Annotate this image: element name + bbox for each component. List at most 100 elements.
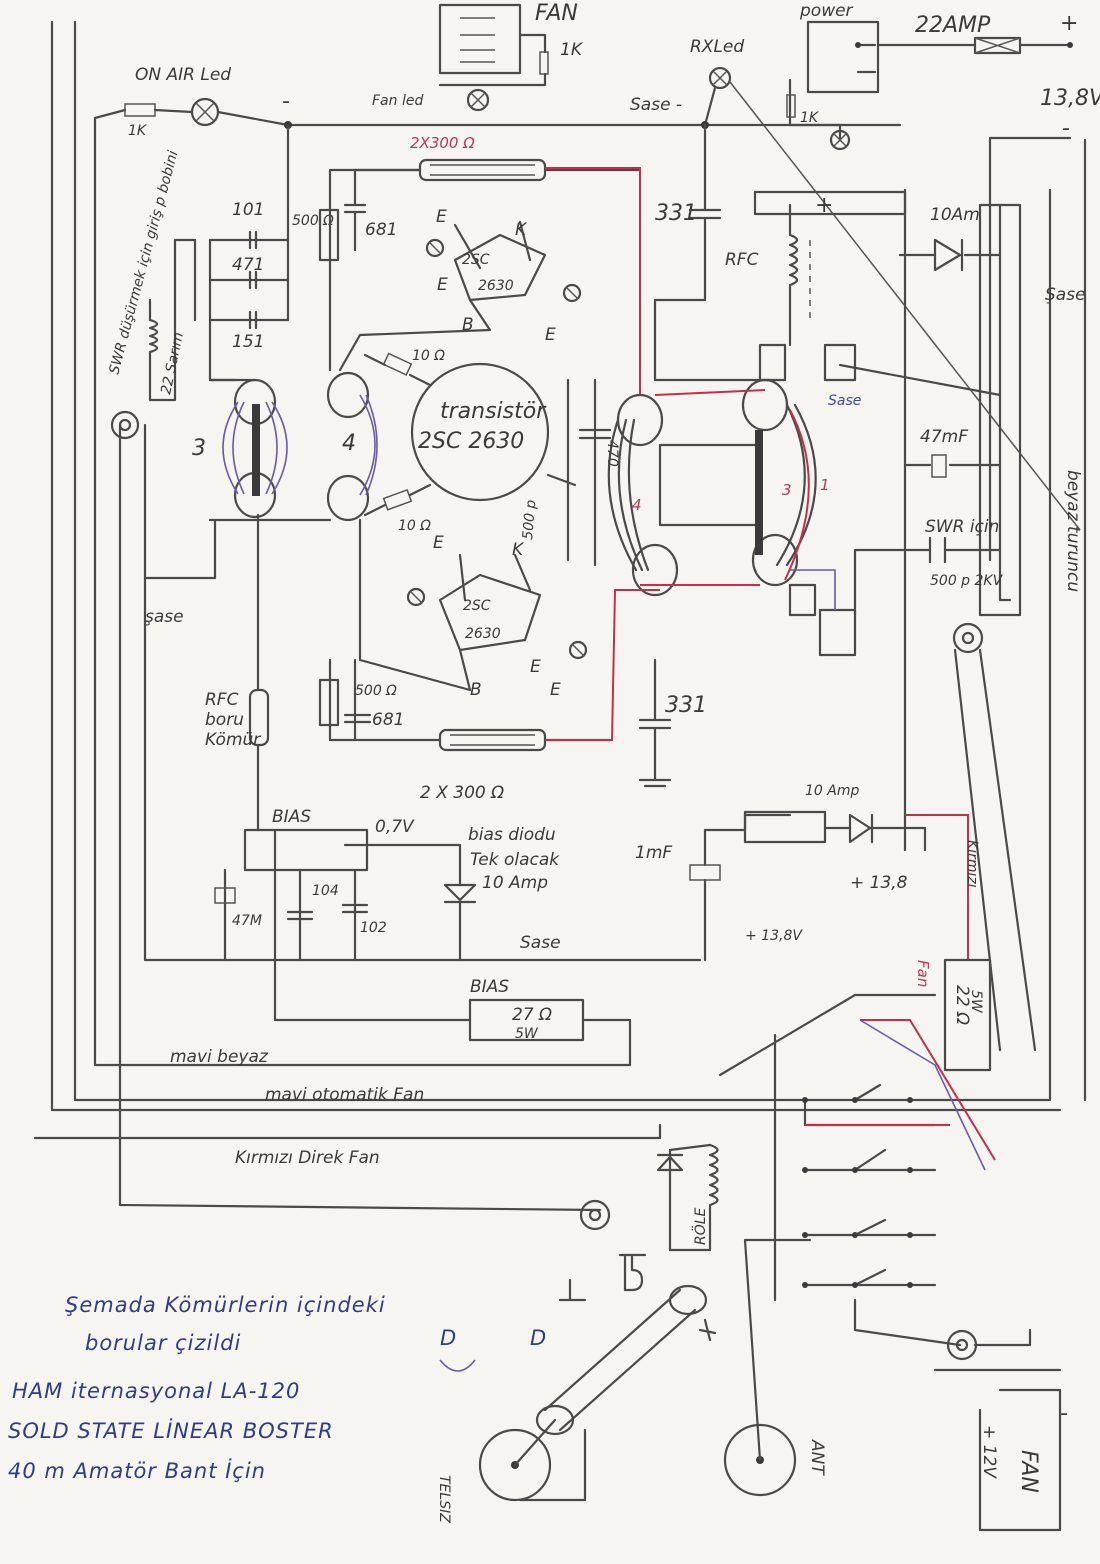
core-4-left-label: 4	[342, 431, 356, 456]
power-led-icon	[829, 129, 851, 151]
power-res-label: 1K	[800, 110, 820, 126]
fuse-10a-label: 10Am	[930, 205, 980, 225]
rfc-left-3: Kömür	[205, 730, 261, 750]
minus-right-label: -	[1062, 116, 1070, 141]
sase-blue-label: Sase	[828, 393, 861, 409]
res-27-label: 27 Ω	[512, 1005, 552, 1025]
res-10-top-label: 10 Ω	[412, 348, 445, 364]
ant-label: ANT	[807, 1439, 827, 1476]
tr-bot-e2-label: E	[530, 657, 541, 677]
core-4-right-label: 4	[632, 496, 642, 514]
bias-res-label: BIAS	[470, 977, 509, 997]
tr-bot-b-label: B	[470, 680, 482, 700]
kirmizi-right-label: Kırmızı	[964, 840, 980, 888]
dv-mark: D	[440, 1326, 457, 1350]
res-10-top	[382, 352, 413, 376]
input-connector-icon	[110, 410, 140, 440]
transformers: 3 4 4 3 1	[192, 371, 830, 597]
trimmer-caps: 470 500 p	[520, 378, 620, 567]
fan-resistor	[539, 51, 549, 75]
power-label: power	[799, 1, 854, 21]
on-air-resistor	[124, 103, 156, 117]
bias-v-label: 0,7V	[375, 817, 415, 837]
dv-mark-2: D	[530, 1326, 547, 1350]
fan-connector	[438, 3, 522, 75]
res-500-bot-label: 500 Ω	[355, 683, 397, 699]
right-terminal-strip	[978, 203, 1022, 617]
res-2x300-bot-label: 2 X 300 Ω	[420, 783, 504, 803]
bottom-transistor: E K 2SC 2630 B E E	[358, 518, 588, 700]
mavi-beyaz-label: mavi beyaz	[170, 1047, 269, 1067]
on-air-res-label: 1K	[128, 123, 148, 139]
res-10-bot	[382, 488, 413, 511]
res-27-bias	[468, 998, 585, 1042]
output-core-top-left	[616, 393, 664, 447]
cap-1mf-label: 1mF	[635, 843, 672, 863]
tr-bot-k-label: K	[512, 540, 525, 560]
tr-top-e2-label: E	[437, 275, 448, 295]
fan-led-label: Fan led	[372, 93, 423, 109]
tr-top-2sc-label: 2SC	[462, 252, 490, 268]
tr-bot-e3-label: E	[550, 680, 561, 700]
beyaz-turuncu-label: beyaz turuncu	[1063, 470, 1083, 592]
plus-138v-label: + 13,8V	[745, 928, 803, 944]
input-section: 101 471 151 500 Ω 681 SWR düşürmek için …	[106, 123, 422, 627]
res-5w-label: 5W	[515, 1026, 539, 1042]
fan-bottom: - FAN + 12V	[978, 1388, 1068, 1532]
res-2x300-bot	[438, 728, 547, 752]
v138-top-label: 13,8V	[1040, 86, 1100, 111]
output-core-bottom-left	[631, 543, 679, 597]
output-core-bottom-right	[751, 533, 799, 587]
relay-section: RÖLE TELSIZ ANT	[436, 993, 1062, 1523]
cap-331-top-label: 331	[655, 201, 697, 226]
res-22-5w-label: 5W	[968, 990, 984, 1014]
notes: D D Şemada Kömürlerin içindeki borular ç…	[8, 1293, 547, 1483]
coax-junction-icon	[668, 1284, 708, 1316]
sase-left-label: şase	[145, 607, 184, 627]
wire-labels: mavi beyaz mavi otomatik Fan Kırmızı Dir…	[170, 1047, 424, 1168]
tr-bot-2sc-label: 2SC	[463, 598, 491, 614]
fuse-22a-label: 22AMP	[915, 13, 991, 38]
transistor-model: 2SC 2630	[418, 429, 524, 454]
fan-top-label: FAN	[535, 1, 578, 26]
relay-connector-icon	[579, 1199, 611, 1231]
res-22-label: 22 Ω	[952, 985, 972, 1025]
minus-left-label: -	[282, 89, 290, 114]
core-1-right-label: 1	[820, 476, 830, 494]
cap-104-label: 104	[312, 883, 339, 899]
cap-151-label: 151	[232, 332, 264, 352]
rfc-left-1: RFC	[205, 690, 239, 710]
cap-470-label: 470	[604, 440, 620, 467]
sase-bottom-label: Sase	[520, 933, 561, 953]
amp10-bot-label: 10 Amp	[805, 783, 859, 799]
rfc-right-label: RFC	[725, 250, 759, 270]
bias-diode-1: bias diodu	[468, 825, 556, 845]
res-500-top	[318, 208, 340, 262]
right-power-section: + RFC Sase 10Am Şase 47mF SWR için 500 p…	[725, 188, 1086, 1052]
cap-331-bot-label: 331	[665, 693, 707, 718]
cap-681-bot-label: 681	[372, 710, 404, 730]
fan-red-label: Fan	[914, 960, 932, 987]
rx-led-icon	[708, 66, 732, 90]
tr-top-k-label: K	[515, 220, 528, 240]
cap-471-label: 471	[232, 255, 264, 275]
tr-top-e1-label: E	[436, 207, 447, 227]
transistor-2sc2630-body	[410, 362, 550, 502]
transistors: transistör 2SC 2630 E K E 2SC 2630 B E	[338, 207, 588, 700]
plus-rfc-label: +	[815, 193, 833, 218]
bias-diode-2: Tek olacak	[470, 850, 560, 870]
rfc-left-2: boru	[205, 710, 244, 730]
kirmizi-direk-label: Kırmızı Direk Fan	[235, 1148, 380, 1168]
core-3-left-label: 3	[192, 436, 206, 461]
sase-top-label: Sase -	[630, 95, 682, 115]
telsiz-label: TELSIZ	[436, 1475, 452, 1523]
on-air-led-label: ON AIR Led	[135, 65, 231, 85]
output-connector-icon	[952, 622, 984, 654]
tr-top-b-label: B	[462, 315, 474, 335]
cap-47m-label: 47M	[232, 913, 262, 929]
output-transformer-body	[658, 443, 762, 527]
tr-top-2630-label: 2630	[478, 278, 514, 294]
res-22-fan	[943, 958, 992, 1072]
